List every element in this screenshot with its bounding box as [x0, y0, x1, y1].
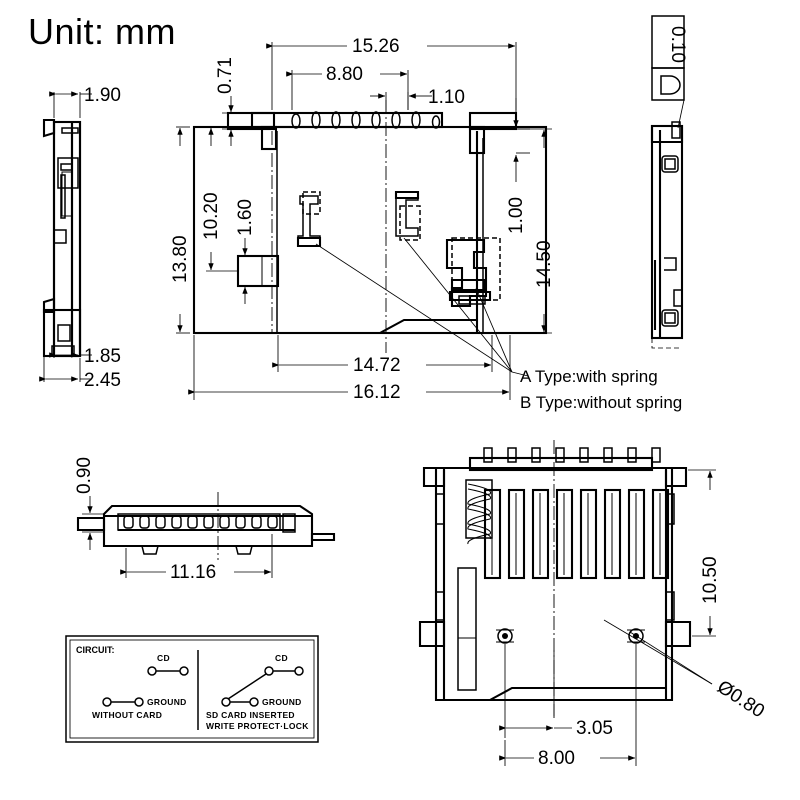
circuit-left: CD GROUND WITHOUT CARD — [92, 653, 189, 720]
dim-dia-0-80-label: Ø0.80 — [713, 677, 768, 723]
left-side-elevation: 1.90 1.85 2.45 — [39, 85, 121, 391]
plan-top-pins — [483, 447, 661, 463]
dim-1-10-label: 1.10 — [428, 87, 465, 108]
leader-lines — [315, 237, 529, 377]
contact-fingers — [291, 111, 441, 129]
dim-3-05: 3.05 — [499, 644, 634, 739]
dim-10-20-label: 10.20 — [201, 192, 222, 240]
note-b-type: B Type:without spring — [520, 393, 682, 412]
bottom-plan-view: 10.50 3.05 8.00 — [418, 440, 768, 769]
dim-13-80: 13.80 — [170, 126, 191, 334]
unit-title: Unit: mm — [28, 11, 176, 52]
dim-0-90: 0.90 — [74, 457, 104, 550]
dim-15-26-label: 15.26 — [352, 36, 400, 57]
circuit-left-cd-label: CD — [157, 653, 170, 663]
dim-10-20: 10.20 — [201, 126, 238, 272]
circuit-right-cd-label: CD — [275, 653, 288, 663]
circuit-left-caption: WITHOUT CARD — [92, 710, 162, 720]
dim-14-50: 14.50 — [486, 128, 555, 334]
dim-15-26: 15.26 — [266, 34, 517, 110]
dim-14-50-label: 14.50 — [534, 240, 555, 288]
dim-10-50: 10.50 — [688, 469, 721, 637]
dim-3-05-label: 3.05 — [576, 718, 613, 739]
circuit-box: CIRCUIT: CD GROUND WITHOUT CARD CD — [65, 635, 319, 743]
detail-0-10-box: 0.10 — [651, 15, 688, 129]
dim-8-80-label: 8.80 — [326, 64, 363, 85]
dim-0-10-label: 0.10 — [667, 26, 688, 63]
dim-14-72-label: 14.72 — [353, 355, 401, 376]
dim-11-16: 11.16 — [120, 534, 273, 583]
dim-1-60: 1.60 — [235, 199, 256, 304]
dim-13-80-label: 13.80 — [170, 235, 191, 283]
circuit-right-caption-2: WRITE PROTECT·LOCK — [206, 721, 309, 731]
dim-2-45: 2.45 — [39, 356, 121, 391]
front-elevation: 0.90 11.16 — [74, 457, 336, 583]
circuit-right-ground-label: GROUND — [262, 697, 302, 707]
circuit-left-ground-label: GROUND — [147, 697, 187, 707]
dim-1-90-label: 1.90 — [84, 85, 121, 106]
detail-spring-a — [296, 191, 322, 248]
dim-0-71-label: 0.71 — [215, 57, 236, 94]
dim-0-71: 0.71 — [215, 57, 244, 146]
dim-1-10: 1.10 — [370, 87, 465, 110]
dim-1-00: 1.00 — [506, 98, 530, 234]
note-a-type: A Type:with spring — [520, 367, 658, 386]
dim-8-00-label: 8.00 — [538, 748, 575, 769]
front-contact-teeth — [123, 515, 278, 529]
dim-16-12-label: 16.12 — [353, 382, 401, 403]
dim-1-90: 1.90 — [49, 85, 121, 118]
main-top-view: 15.26 8.80 1.10 — [170, 34, 682, 412]
circuit-right: CD GROUND SD CARD INSERTED WRITE PROTECT… — [206, 653, 309, 731]
right-side-elevation: 0.10 — [650, 15, 688, 349]
latch-mechanism — [445, 237, 501, 308]
detail-spring-b — [394, 190, 421, 241]
dim-1-60-label: 1.60 — [235, 199, 256, 236]
contact-blades — [483, 488, 670, 580]
dim-8-00: 8.00 — [499, 644, 637, 769]
circuit-header: CIRCUIT: — [76, 645, 115, 655]
dim-11-16-label: 11.16 — [170, 562, 216, 583]
dim-0-90-label: 0.90 — [74, 457, 95, 494]
dim-2-45-label: 2.45 — [84, 370, 121, 391]
circuit-right-caption-1: SD CARD INSERTED — [206, 710, 295, 720]
mounting-post-left — [496, 628, 514, 644]
dim-1-00-label: 1.00 — [506, 197, 527, 234]
dim-16-12: 16.12 — [188, 335, 511, 403]
dim-1-85: 1.85 — [49, 346, 121, 367]
dim-10-50-label: 10.50 — [700, 556, 721, 604]
dim-8-80: 8.80 — [286, 62, 409, 110]
dim-14-72: 14.72 — [272, 335, 493, 376]
dim-1-85-label: 1.85 — [84, 346, 121, 367]
